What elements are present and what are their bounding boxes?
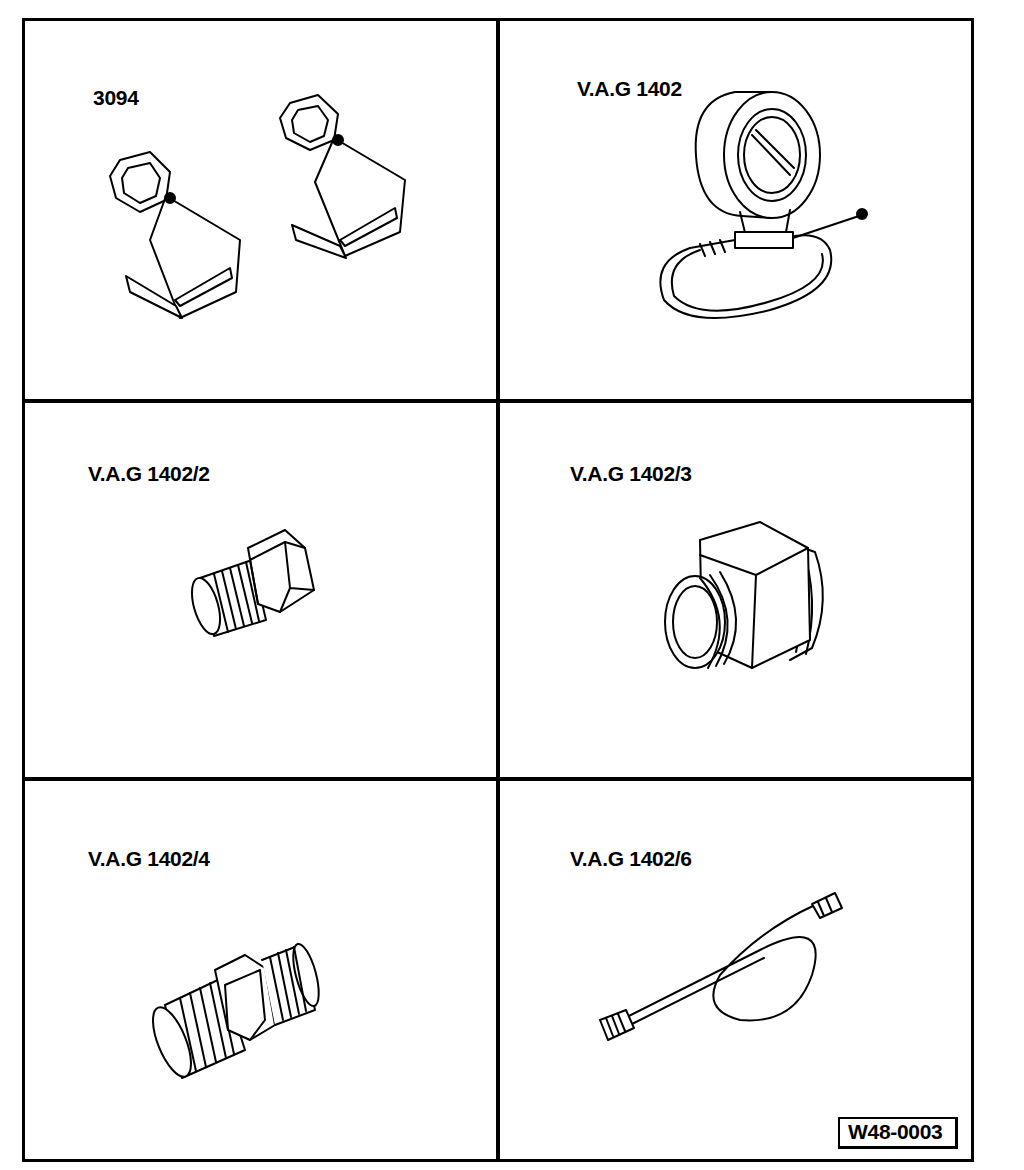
tool-cell: 3094: [22, 18, 500, 403]
figure-code-box: W48-0003: [838, 1117, 958, 1149]
tool-cell: V.A.G 1402/6W48-0003: [496, 777, 974, 1162]
gauge-illustration: [660, 92, 867, 318]
adapter-illustration: [186, 530, 314, 637]
hose-illustration: [600, 893, 842, 1040]
figure-code: W48-0003: [848, 1121, 943, 1142]
clamp-illustration: [110, 152, 240, 318]
tool-number: V.A.G 1402/6: [570, 848, 692, 869]
tool-cell: V.A.G 1402/3: [496, 399, 974, 781]
clamp-illustration: [280, 95, 405, 258]
adapter-illustration: [665, 522, 823, 668]
tool-cell: V.A.G 1402: [496, 18, 974, 403]
fitting-illustration: [145, 942, 324, 1082]
tool-cell: V.A.G 1402/2: [22, 399, 500, 781]
tool-number: 3094: [93, 87, 139, 108]
tool-number: V.A.G 1402/4: [88, 848, 210, 869]
tool-number: V.A.G 1402: [577, 78, 682, 99]
tool-number: V.A.G 1402/2: [88, 463, 210, 484]
tool-number: V.A.G 1402/3: [570, 463, 692, 484]
tool-cell: V.A.G 1402/4: [22, 777, 500, 1162]
